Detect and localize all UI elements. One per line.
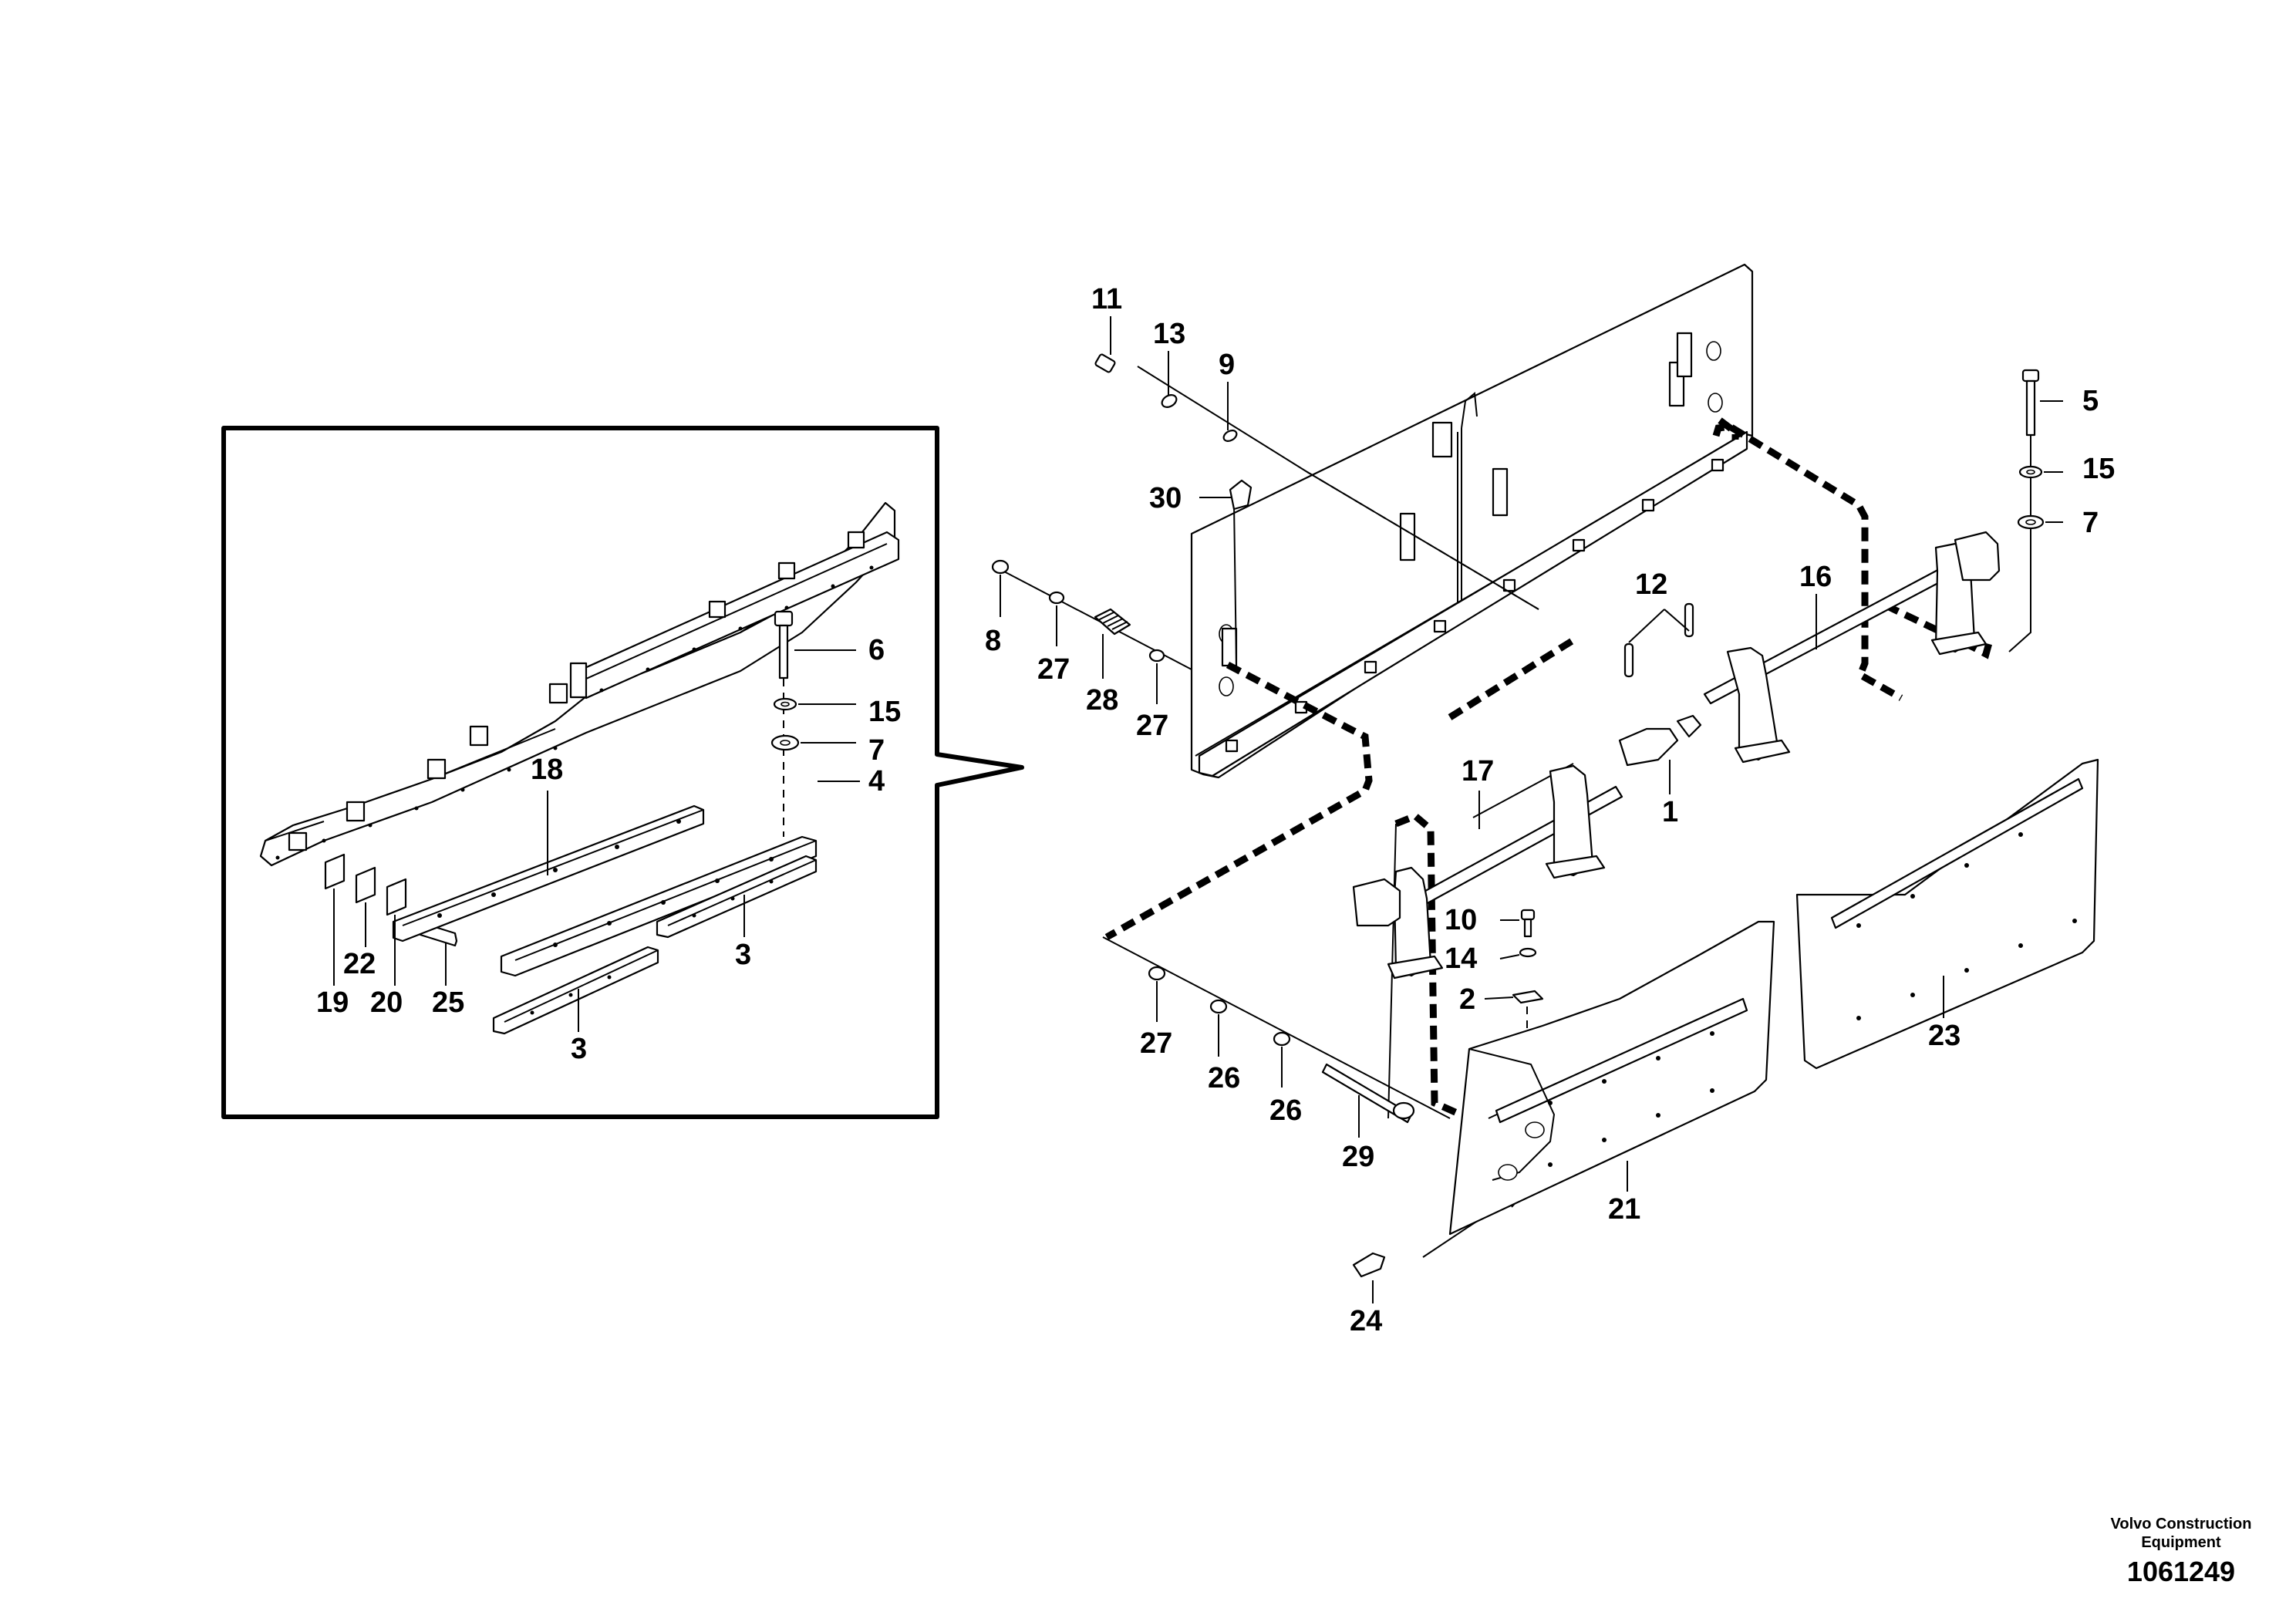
shim-20 bbox=[386, 878, 407, 916]
callout-12: 12 bbox=[1635, 568, 1667, 601]
callout-5: 5 bbox=[2082, 385, 2099, 417]
drawing-number: 1061249 bbox=[2127, 1556, 2235, 1587]
callout-30: 30 bbox=[1149, 482, 1182, 514]
shaft-16-assembly bbox=[1703, 531, 2001, 764]
inset-rail-assembly bbox=[259, 501, 900, 867]
detail-inset bbox=[221, 426, 1024, 1119]
inset-bar-4 bbox=[500, 835, 818, 977]
callout-23: 23 bbox=[1928, 1020, 1961, 1052]
spring-assembly bbox=[991, 559, 1165, 663]
lower-pin-assembly bbox=[1148, 966, 1415, 1124]
callout-16: 16 bbox=[1799, 561, 1832, 593]
brand-line-1: Volvo Construction bbox=[2111, 1516, 2252, 1533]
callout-7-right: 7 bbox=[2082, 507, 2099, 539]
shim-22 bbox=[355, 866, 376, 904]
callout-21: 21 bbox=[1608, 1193, 1640, 1226]
bolt-10-stack bbox=[1512, 909, 1544, 1004]
inset-strip-3-lower bbox=[492, 946, 659, 1035]
inset-bolt-stack bbox=[770, 610, 800, 837]
bolt-11-assembly bbox=[1094, 353, 1238, 442]
guard-23 bbox=[1795, 758, 2099, 1070]
callout-1: 1 bbox=[1662, 796, 1678, 828]
callout-27-spring-right: 27 bbox=[1136, 710, 1168, 742]
inset-strip-3-upper bbox=[656, 855, 818, 939]
callout-2: 2 bbox=[1459, 983, 1475, 1016]
callout-3-lower: 3 bbox=[571, 1033, 587, 1065]
callout-15-right: 15 bbox=[2082, 453, 2115, 485]
callout-7-inset: 7 bbox=[868, 734, 885, 767]
callout-28: 28 bbox=[1086, 684, 1118, 717]
callout-22: 22 bbox=[343, 948, 376, 980]
brand-line-2: Equipment bbox=[2141, 1534, 2221, 1551]
callout-29: 29 bbox=[1342, 1141, 1374, 1173]
bolt-24 bbox=[1352, 1252, 1386, 1278]
guard-21 bbox=[1448, 920, 1775, 1236]
callout-18: 18 bbox=[531, 754, 563, 786]
callout-13: 13 bbox=[1153, 318, 1185, 350]
footer: Volvo Construction Equipment 1061249 bbox=[2111, 1516, 2252, 1587]
callout-14: 14 bbox=[1445, 943, 1477, 975]
callout-25: 25 bbox=[432, 986, 464, 1019]
callout-8: 8 bbox=[985, 625, 1001, 657]
shaft-17-assembly bbox=[1352, 764, 1623, 980]
callout-26-right: 26 bbox=[1269, 1094, 1302, 1127]
shim-19 bbox=[324, 853, 346, 890]
callout-26-left: 26 bbox=[1208, 1062, 1240, 1094]
back-panel bbox=[1190, 263, 1754, 779]
callout-15-inset: 15 bbox=[868, 696, 901, 728]
callout-10: 10 bbox=[1445, 904, 1477, 936]
panel-lower-clips bbox=[1225, 458, 1725, 753]
callout-11: 11 bbox=[1091, 283, 1122, 315]
callout-27-spring-left: 27 bbox=[1037, 653, 1070, 686]
callout-labels: 1 2 3 3 4 5 6 7 7 8 9 10 11 12 13 14 15 … bbox=[316, 283, 2115, 1337]
coupling-1 bbox=[1618, 602, 1702, 767]
callout-3-upper: 3 bbox=[735, 939, 751, 971]
callout-4: 4 bbox=[868, 765, 885, 798]
callout-27-lower: 27 bbox=[1140, 1027, 1172, 1060]
callout-17: 17 bbox=[1462, 755, 1494, 787]
callout-9: 9 bbox=[1219, 349, 1235, 381]
panel-brackets bbox=[1221, 332, 1693, 667]
callout-24: 24 bbox=[1350, 1305, 1382, 1337]
assembly-dashed-lines bbox=[1104, 417, 1994, 1136]
callout-leaders bbox=[333, 316, 2063, 1303]
callout-20: 20 bbox=[370, 986, 403, 1019]
knob-30 bbox=[1229, 479, 1253, 511]
callout-19: 19 bbox=[316, 986, 349, 1019]
callout-6: 6 bbox=[868, 634, 885, 666]
bolt-5-stack bbox=[2017, 369, 2045, 530]
